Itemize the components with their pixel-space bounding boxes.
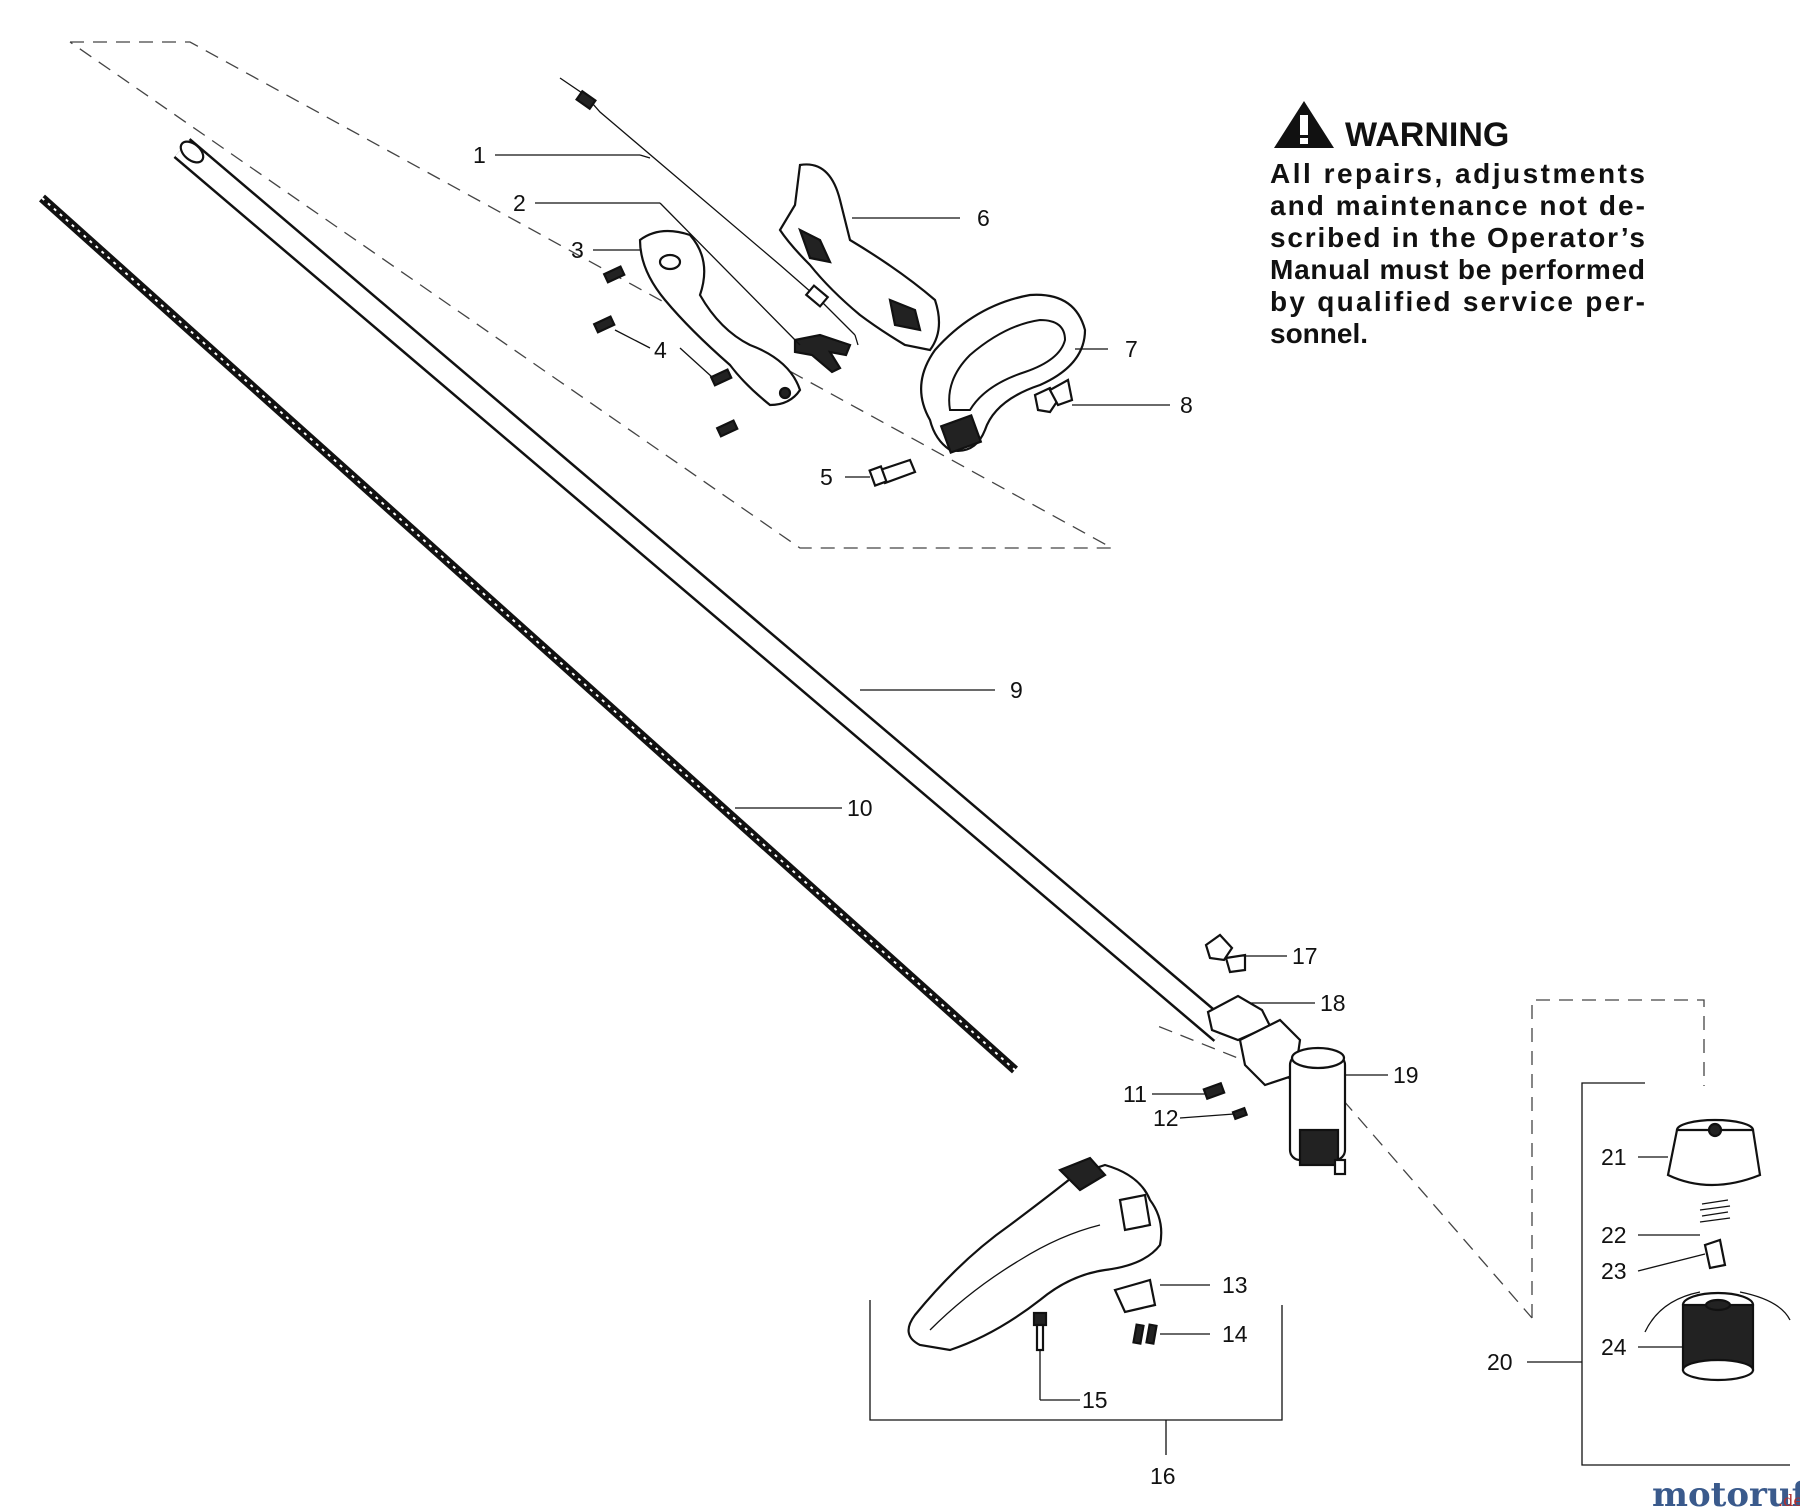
callout-9: 9 (1010, 677, 1023, 703)
watermark-suffix: .de (1778, 1491, 1800, 1509)
callout-24: 24 (1601, 1334, 1627, 1360)
spool-spring (1699, 1199, 1731, 1223)
warning-notice: WARNING All repairs, adjustments and mai… (1270, 101, 1645, 349)
warning-line-2: and maintenance not de- (1270, 190, 1645, 221)
throttle-trigger (793, 333, 852, 374)
callout-5: 5 (820, 464, 833, 490)
watermark-main: motoruf (1652, 1475, 1800, 1509)
callout-20: 20 (1487, 1349, 1513, 1375)
callout-23: 23 (1601, 1258, 1627, 1284)
wing-nut-handle (1033, 378, 1074, 414)
callout-6: 6 (977, 205, 990, 231)
callout-7: 7 (1125, 336, 1138, 362)
callout-11: 11 (1123, 1081, 1147, 1107)
handle-housing (778, 163, 941, 352)
callout-14: 14 (1222, 1321, 1248, 1347)
callout-10: 10 (847, 795, 873, 821)
callout-19: 19 (1393, 1062, 1419, 1088)
handle-bolt (868, 458, 917, 487)
leader-lines (495, 154, 1790, 1466)
warning-line-5: by qualified service per- (1270, 286, 1645, 317)
callout-8: 8 (1180, 392, 1193, 418)
warning-line-4: Manual must be performed (1270, 254, 1645, 285)
callout-3: 3 (571, 237, 584, 263)
spool-cover (1666, 1118, 1762, 1187)
shield-bolt (1032, 1311, 1048, 1352)
throttle-cable (559, 77, 859, 346)
warning-line-6: sonnel. (1270, 318, 1368, 349)
line-cutter-blade (1113, 1278, 1157, 1314)
callout-1: 1 (473, 142, 486, 168)
callout-labels: 1 2 3 4 5 6 7 8 9 10 11 12 13 14 15 16 1… (473, 142, 1627, 1489)
warning-line-1: All repairs, adjustments (1270, 158, 1645, 189)
warning-triangle-icon (1274, 101, 1334, 148)
gearhead (1238, 1018, 1347, 1176)
callout-21: 21 (1601, 1144, 1627, 1170)
trimmer-spool (1644, 1291, 1791, 1382)
watermark-logo: motoruf .de (1652, 1475, 1800, 1509)
callout-18: 18 (1320, 990, 1346, 1016)
grass-shield (907, 1156, 1163, 1352)
callout-15: 15 (1082, 1387, 1108, 1413)
callout-4: 4 (654, 337, 667, 363)
callout-12: 12 (1153, 1105, 1179, 1131)
gearhead-screws (1202, 1081, 1249, 1121)
loop-handle (920, 293, 1087, 455)
callout-2: 2 (513, 190, 526, 216)
callout-17: 17 (1292, 943, 1318, 969)
warning-line-3: scribed in the Operator’s (1270, 222, 1645, 253)
callout-13: 13 (1222, 1272, 1248, 1298)
handle-screws (592, 265, 739, 438)
wing-nut-shaft (1204, 933, 1247, 974)
handle-half (638, 229, 802, 407)
callout-16: 16 (1150, 1463, 1176, 1489)
spool-clip (1703, 1238, 1727, 1270)
dashed-outline-handle-group (69, 41, 1113, 549)
shaft-tube (173, 138, 1231, 1042)
callout-22: 22 (1601, 1222, 1627, 1248)
warning-title: WARNING (1345, 116, 1509, 154)
drive-shaft (38, 194, 1019, 1074)
blade-screws (1132, 1323, 1158, 1345)
